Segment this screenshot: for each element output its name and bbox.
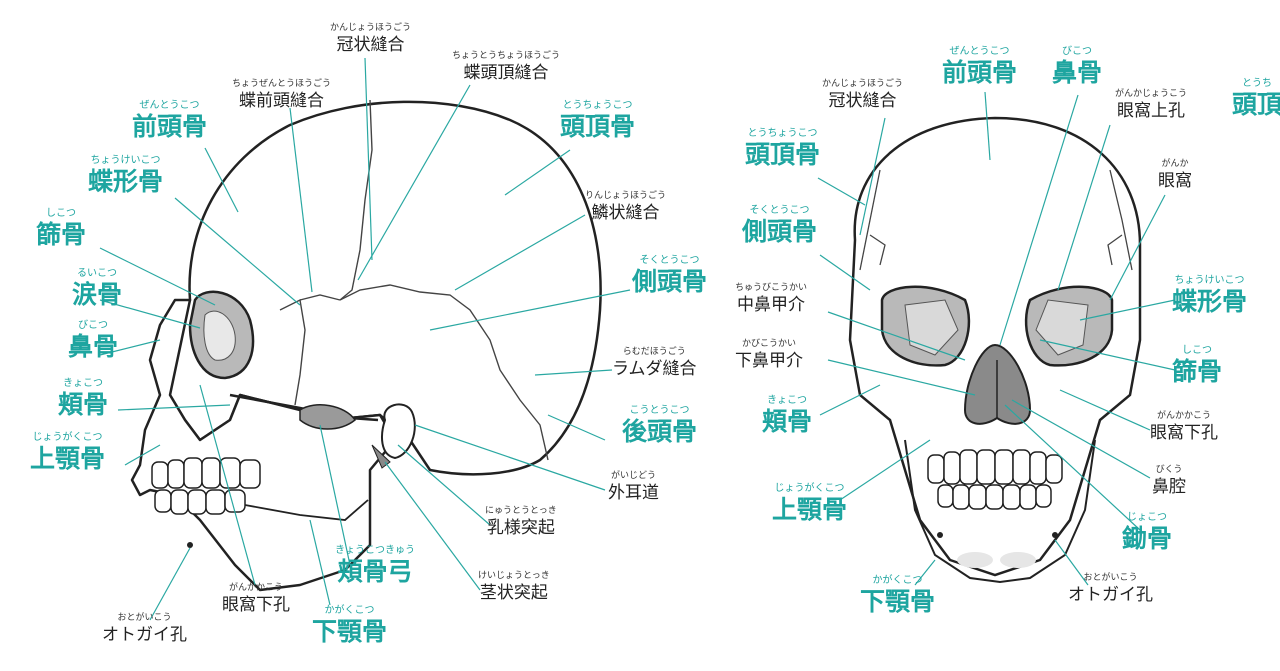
label-rinjo-hogo: りんじょうほうごう鱗状縫合 xyxy=(585,191,667,223)
lateral-cranium xyxy=(158,100,602,476)
lateral-mandible-line xyxy=(244,499,369,521)
lateral-mental-foramen xyxy=(187,542,193,548)
lateral-sutures xyxy=(279,99,549,461)
label-f-kabikokai: かびこうかい下鼻甲介 xyxy=(735,339,803,371)
label-f-chubikokai: ちゅうびこうかい中鼻甲介 xyxy=(735,283,808,315)
label-keijotokki: けいじょうとっき茎状突起 xyxy=(478,571,550,603)
label-f-gankajo: がんかじょうこう眼窩上孔 xyxy=(1115,89,1188,121)
label-ruikotsu: るいこつ涙骨 xyxy=(72,268,123,309)
label-f-kagakukotsu: かがくこつ下顎骨 xyxy=(860,575,936,616)
frontal-mandible xyxy=(904,439,1096,584)
label-kyokotsukyu: きょうこつきゅう頬骨弓 xyxy=(335,545,415,586)
label-otogaiko: おとがいこうオトガイ孔 xyxy=(102,613,187,645)
label-f-shikotsu: しこつ篩骨 xyxy=(1172,345,1223,386)
label-gaijido: がいじどう外耳道 xyxy=(608,471,659,503)
label-kagakukotsu: かがくこつ下顎骨 xyxy=(312,605,388,646)
label-ramuda-hogo: らむだほうごうラムダ縫合 xyxy=(612,347,697,379)
label-bikotsu: びこつ鼻骨 xyxy=(68,320,119,361)
lateral-orbit-inner xyxy=(203,310,236,361)
label-zentokotsu: ぜんとうこつ前頭骨 xyxy=(132,100,208,141)
label-chozento-hogo: ちょうぜんとうほうごう蝶前頭縫合 xyxy=(232,79,332,111)
frontal-leader-lines xyxy=(817,91,1176,586)
label-tochokotsu: とうちょうこつ頭頂骨 xyxy=(560,100,636,141)
label-f-jogakukotsu: じょうがくこつ上顎骨 xyxy=(772,483,848,524)
label-f-bikuu: びくう鼻腔 xyxy=(1152,465,1186,497)
lateral-zygomatic-dark xyxy=(299,404,357,430)
lateral-leader-lines xyxy=(99,57,631,621)
label-f-tocho-cut: とうち頭頂 xyxy=(1232,78,1280,119)
label-f-kanjo-hogo: かんじょうほうごう冠状縫合 xyxy=(822,79,904,111)
lateral-ear-process xyxy=(381,403,416,460)
label-f-zentokotsu: ぜんとうこつ前頭骨 xyxy=(942,46,1018,87)
label-f-gankakaka: がんかかこう眼窩下孔 xyxy=(1150,411,1218,443)
label-chotocho-hogo: ちょうとうちょうほうごう蝶頭頂縫合 xyxy=(452,51,561,83)
label-choukeikotsu: ちょうけいこつ蝶形骨 xyxy=(88,155,164,196)
frontal-sutures xyxy=(859,169,1133,271)
label-f-ganka: がんか眼窩 xyxy=(1158,159,1192,191)
label-gankakaka: がんかかこう眼窩下孔 xyxy=(222,583,290,615)
label-kyokotsu: きょこつ頬骨 xyxy=(58,378,109,419)
label-kanjo-hogo: かんじょうほうごう冠状縫合 xyxy=(330,23,412,55)
lateral-teeth xyxy=(151,457,261,515)
frontal-teeth xyxy=(927,449,1063,510)
label-f-tochokotsu: とうちょうこつ頭頂骨 xyxy=(745,128,821,169)
label-f-kyokotsu: きょこつ頬骨 xyxy=(762,395,813,436)
label-sokutokotsu: そくとうこつ側頭骨 xyxy=(632,255,708,296)
label-f-jokotsu: じょこつ鋤骨 xyxy=(1122,512,1173,553)
label-f-bikotsu: びこつ鼻骨 xyxy=(1052,46,1103,87)
label-f-choukeikotsu: ちょうけいこつ蝶形骨 xyxy=(1172,275,1248,316)
label-f-sokutokotsu: そくとうこつ側頭骨 xyxy=(742,205,818,246)
label-f-otogaiko: おとがいこうオトガイ孔 xyxy=(1068,573,1153,605)
label-shikotsu: しこつ篩骨 xyxy=(36,208,87,249)
label-nyutotokki: にゅうとうとっき乳様突起 xyxy=(485,506,557,538)
label-jogakukotsu: じょうがくこつ上顎骨 xyxy=(30,432,106,473)
label-kotokotsu: こうとうこつ後頭骨 xyxy=(622,405,698,446)
